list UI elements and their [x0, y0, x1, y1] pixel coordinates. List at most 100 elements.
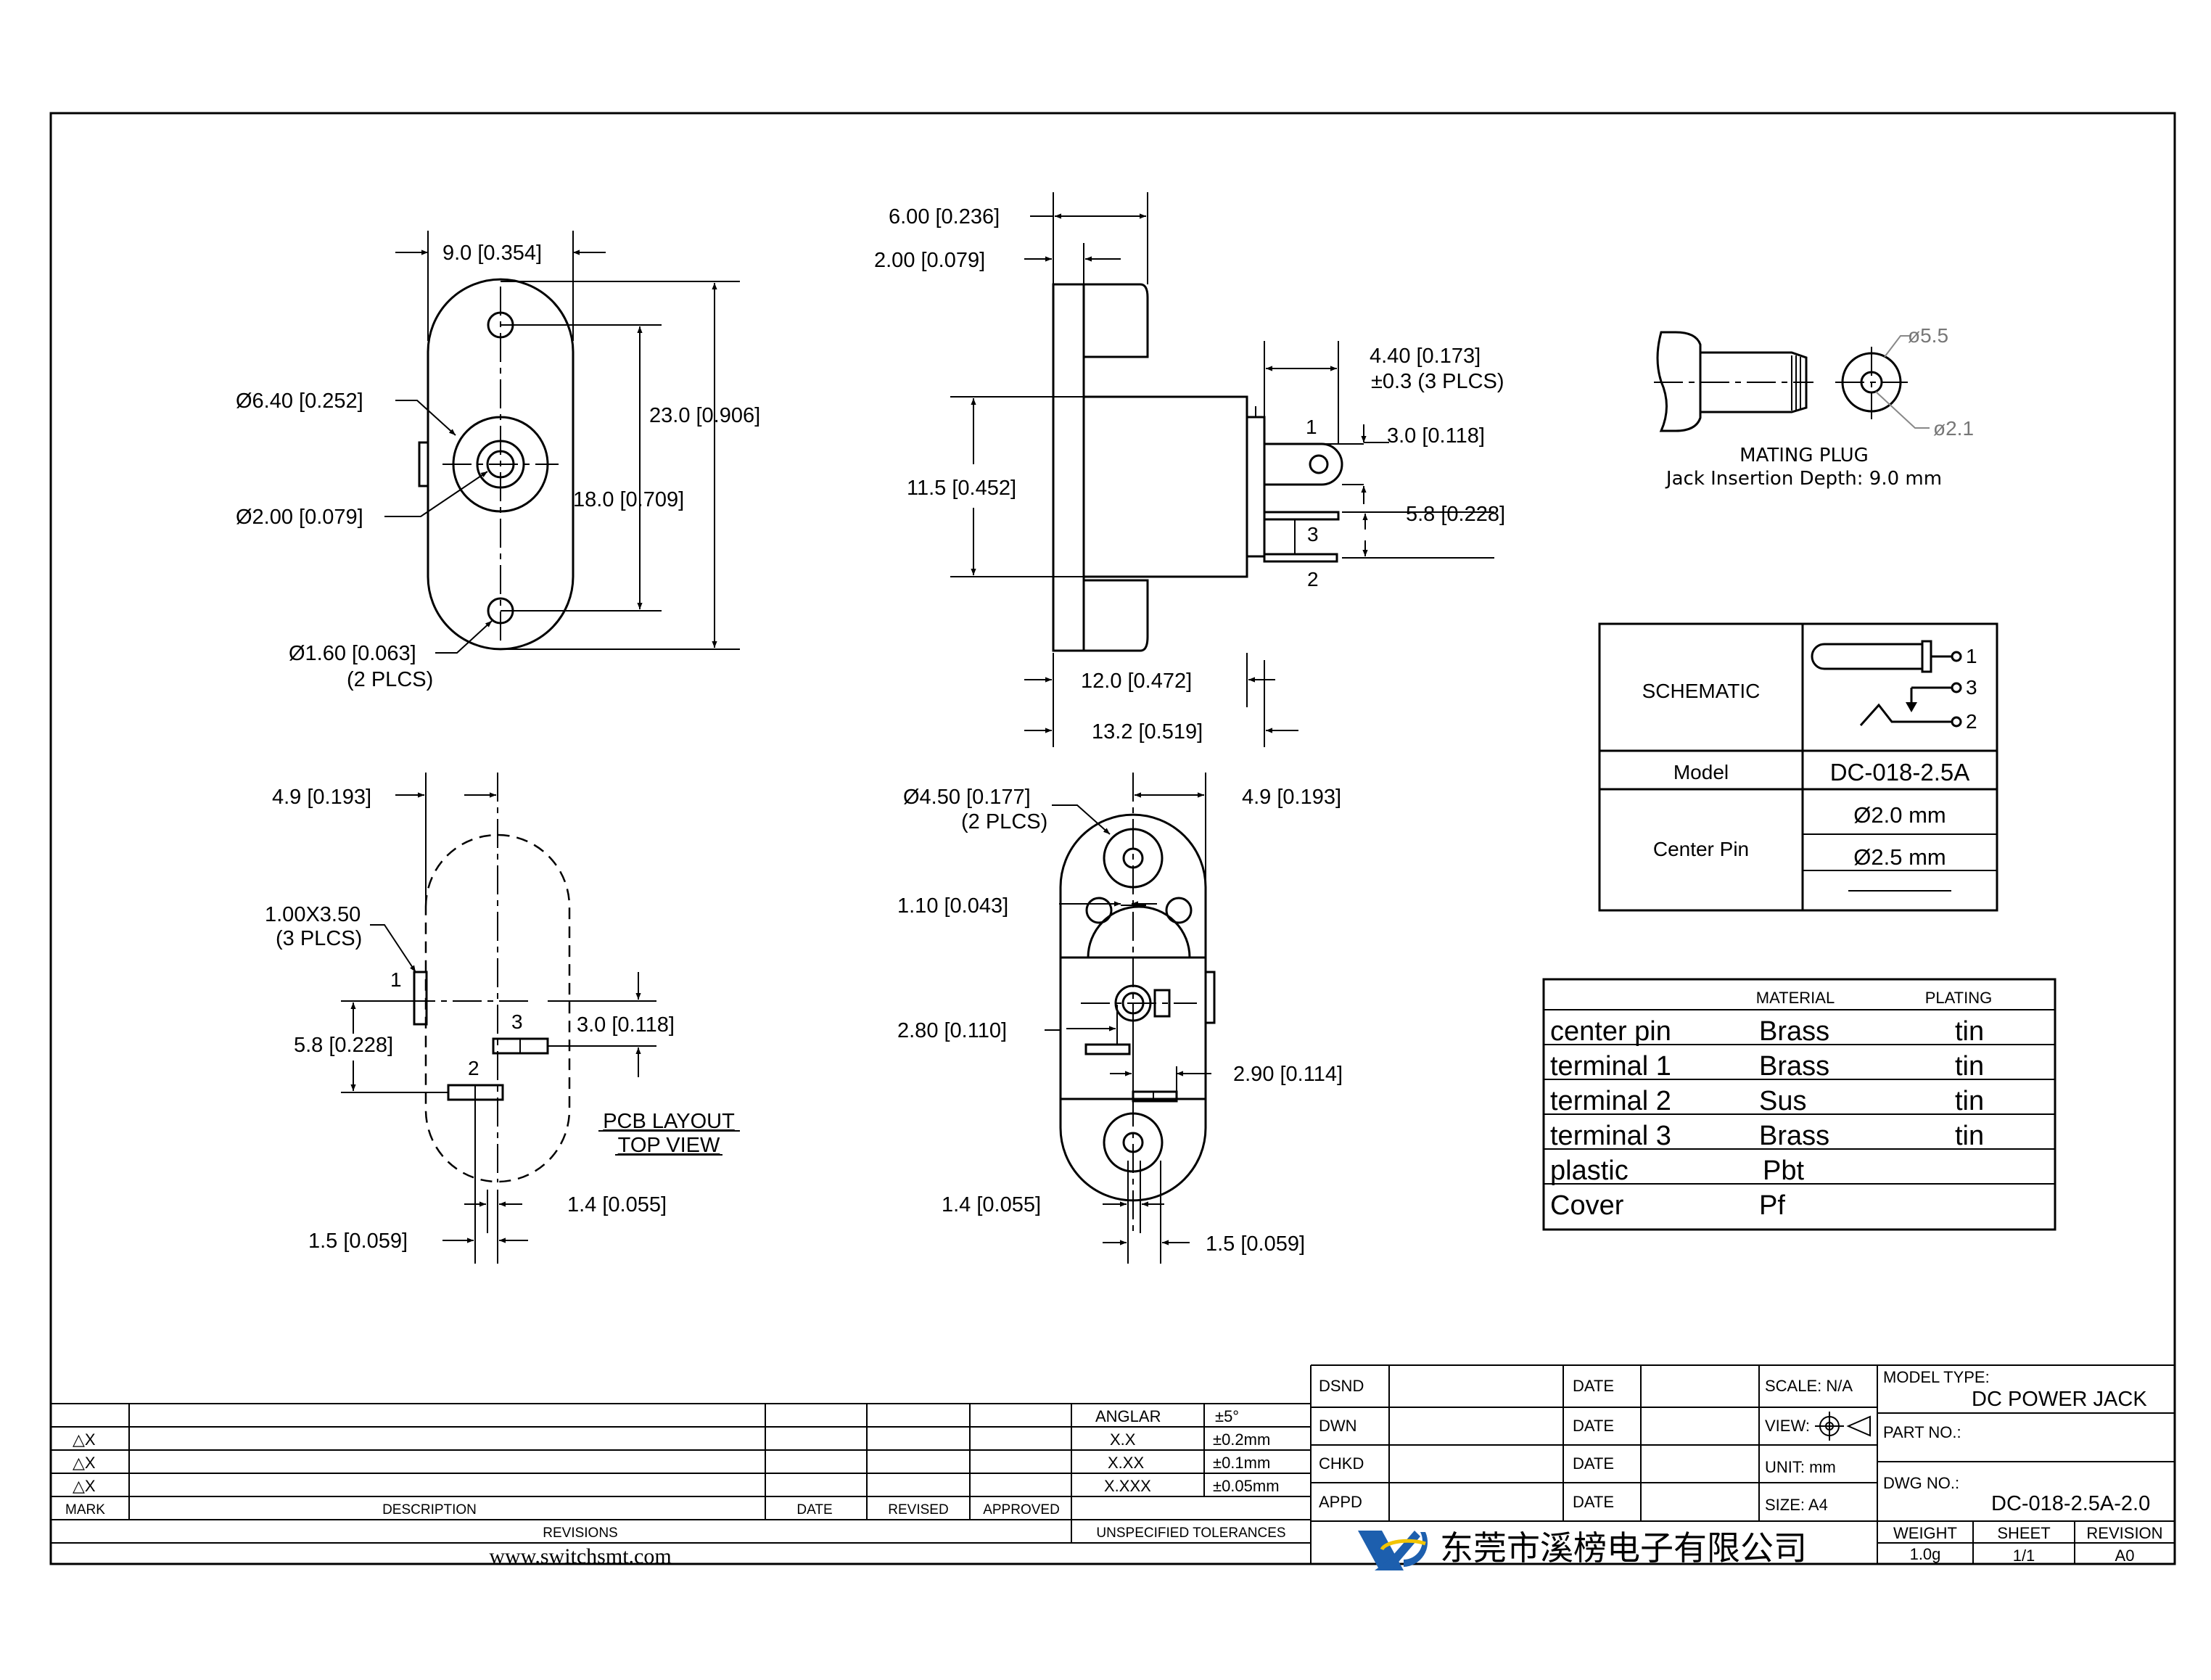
side-terminal-2 — [1263, 553, 1338, 563]
side-dim-580: 5.8 [0.228] — [1406, 503, 1505, 526]
top-hole-mount-dim: Ø1.60 [0.063] — [289, 642, 416, 665]
weight-label: WEIGHT — [1893, 1524, 1957, 1542]
dwg-no-value: DC-018-2.5A-2.0 — [1991, 1492, 2150, 1515]
part-cell: center pin — [1550, 1016, 1671, 1047]
bottom-dim-450: Ø4.50 [0.177] — [903, 786, 1031, 809]
side-dim-132: 13.2 [0.519] — [1092, 720, 1203, 744]
mating-plug-depth: Jack Insertion Depth: 9.0 mm — [1665, 468, 1942, 490]
schematic-pin-3: 3 — [1966, 676, 1977, 699]
date-label: DATE — [796, 1502, 832, 1518]
plating-cell: tin — [1955, 1086, 1984, 1116]
table-row: plastic Pbt — [1550, 1156, 1804, 1186]
table-row: terminal 2 Sus tin — [1550, 1086, 1984, 1116]
top-view-tab — [418, 441, 429, 487]
material-table: MATERIAL PLATING center pin Brass tin te… — [1542, 978, 2056, 1231]
description-label: DESCRIPTION — [382, 1502, 477, 1518]
pcb-title-1: PCB LAYOUT — [603, 1110, 735, 1133]
top-hole-center — [486, 450, 515, 479]
schematic-symbol — [1811, 643, 1924, 670]
pcb-pin-1: 1 — [390, 968, 402, 991]
dwg-no-label: DWG NO.: — [1883, 1474, 1959, 1492]
bottom-view: 4.9 [0.193] Ø4.50 [0.177] (2 PLCS) 1.10 … — [897, 773, 1343, 1264]
side-pin-1: 1 — [1306, 416, 1317, 438]
side-pin-3: 3 — [1307, 523, 1319, 545]
mark-label: MARK — [65, 1502, 105, 1518]
schematic-pin-2: 2 — [1966, 710, 1977, 733]
dwn-label: DWN — [1319, 1417, 1357, 1435]
table-row: terminal 3 Brass tin — [1550, 1121, 1984, 1151]
schematic-table: SCHEMATIC 1 3 2 Model DC-018-2.5A Center… — [1598, 622, 1998, 912]
pcb-dim-14: 1.4 [0.055] — [567, 1193, 667, 1216]
side-dim-200: 2.00 [0.079] — [874, 249, 985, 272]
model-value: DC-018-2.5A — [1830, 759, 1970, 786]
dsnd-label: DSND — [1319, 1377, 1364, 1395]
bottom-dim-49: 4.9 [0.193] — [1242, 786, 1341, 809]
website: www.switchsmt.com — [489, 1544, 671, 1568]
side-dim-600: 6.00 [0.236] — [889, 205, 1000, 228]
side-body — [1082, 395, 1248, 578]
material-cell: Pf — [1759, 1190, 1785, 1221]
center-pin-label: Center Pin — [1653, 838, 1749, 860]
unspecified-tolerances: UNSPECIFIED TOLERANCES — [1096, 1525, 1285, 1541]
revisions-label: REVISIONS — [543, 1525, 617, 1541]
mating-plug: ø5.5 ø2.1 MATING PLUG Jack Insertion Dep… — [1654, 324, 1974, 490]
bottom-dim-290: 2.90 [0.114] — [1233, 1063, 1343, 1086]
part-cell: terminal 1 — [1550, 1051, 1671, 1082]
weight-value: 1.0g — [1910, 1545, 1941, 1563]
side-terminal-3 — [1263, 511, 1340, 521]
material-cell: Brass — [1759, 1051, 1829, 1082]
schematic-pin-1: 1 — [1966, 645, 1977, 667]
table-row: center pin Brass tin — [1550, 1016, 1984, 1047]
chkd-label: CHKD — [1319, 1454, 1364, 1473]
rev-mark-1: △X — [73, 1430, 96, 1449]
bottom-dim-14: 1.4 [0.055] — [942, 1193, 1041, 1216]
sheet-value: 1/1 — [2013, 1547, 2035, 1565]
tol-label-0: ANGLAR — [1095, 1407, 1161, 1425]
tol-value-0: ±5° — [1215, 1407, 1239, 1425]
side-pin-2: 2 — [1307, 568, 1319, 590]
top-hole-big — [452, 416, 549, 513]
material-header: MATERIAL — [1756, 989, 1835, 1007]
side-flange — [1052, 283, 1085, 652]
center-pin-b: Ø2.5 mm — [1853, 844, 1946, 870]
company-name: 东莞市溪榜电子有限公司 — [1440, 1528, 1807, 1568]
part-cell: Cover — [1550, 1190, 1624, 1221]
part-cell: plastic — [1550, 1156, 1629, 1186]
pcb-dim-49: 4.9 [0.193] — [272, 786, 371, 809]
table-row: terminal 1 Brass tin — [1550, 1051, 1984, 1082]
approved-label: APPROVED — [983, 1502, 1060, 1518]
pcb-dim-30: 3.0 [0.118] — [577, 1013, 675, 1037]
bottom-hole-lower — [1103, 1112, 1164, 1173]
material-cell: Brass — [1759, 1121, 1829, 1151]
tol-label-3: X.XXX — [1104, 1477, 1151, 1495]
bottom-terminal-3 — [1084, 1043, 1131, 1055]
bottom-dim-110: 1.10 [0.043] — [897, 894, 1008, 918]
tol-value-1: ±0.2mm — [1213, 1430, 1270, 1449]
pcb-pad-1 — [413, 971, 428, 1026]
part-cell: terminal 3 — [1550, 1121, 1671, 1151]
plating-cell: tin — [1955, 1051, 1984, 1082]
plating-cell: tin — [1955, 1121, 1984, 1151]
appd-label: APPD — [1319, 1493, 1362, 1511]
material-cell: Brass — [1759, 1016, 1829, 1047]
pcb-pad-qty: (3 PLCS) — [276, 927, 362, 950]
part-cell: terminal 2 — [1550, 1086, 1671, 1116]
mating-plug-d2: ø2.1 — [1933, 417, 1974, 440]
table-row: Cover Pf — [1550, 1190, 1785, 1221]
top-hole-big-dim: Ø6.40 [0.252] — [236, 390, 363, 413]
unit-label: UNIT: mm — [1765, 1458, 1836, 1476]
model-label: Model — [1673, 761, 1729, 783]
top-length-dim: 23.0 [0.906] — [649, 404, 760, 427]
revision-value: A0 — [2115, 1547, 2135, 1565]
part-no-label: PART NO.: — [1883, 1423, 1961, 1441]
top-view: 9.0 [0.354] Ø6.40 [0.252] Ø2.00 [0.079] … — [236, 231, 760, 691]
pcb-title-2: TOP VIEW — [618, 1134, 720, 1157]
date-label-chkd: DATE — [1573, 1454, 1614, 1473]
bottom-terminal-2 — [1132, 1090, 1178, 1103]
center-pin-a: Ø2.0 mm — [1853, 802, 1946, 828]
projection-icon — [1815, 1412, 1871, 1441]
side-dim-440: 4.40 [0.173] — [1370, 345, 1481, 368]
scale-label: SCALE: N/A — [1765, 1377, 1853, 1395]
side-dim-120: 12.0 [0.472] — [1081, 670, 1192, 693]
revised-label: REVISED — [888, 1502, 948, 1518]
